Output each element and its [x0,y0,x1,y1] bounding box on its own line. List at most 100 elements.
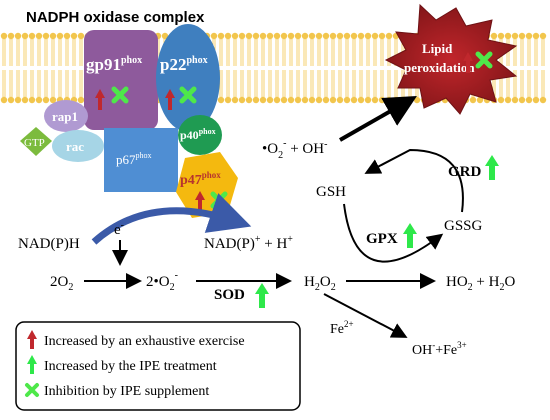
lipid-tail [380,70,384,97]
lipid-head [273,32,281,40]
lipid-head [7,32,15,40]
lipid-head [532,32,540,40]
lipid-head [371,32,379,40]
rac-subunit [52,130,104,162]
lipid-head [210,32,218,40]
lipid-head [308,32,316,40]
lipid-head [259,32,267,40]
lipid-head [497,96,505,104]
lipid-head [77,96,85,104]
lipid-tail [268,70,272,97]
lipid-head [280,96,288,104]
lipid-green-x-icon [475,51,493,69]
lipid-tail [310,39,314,66]
lipid-head [28,32,36,40]
lipid-head [21,32,29,40]
lipid-tail [345,70,349,97]
lipid-head [294,32,302,40]
lipid-tail [394,70,398,97]
lipid-tail [37,70,41,97]
superoxide-hydroxyl-label: •O2- + OH- [262,138,327,161]
legend-box [15,321,301,411]
lipid-tail [331,39,335,66]
lipid-head [252,96,260,104]
lipid-tail [303,39,307,66]
lipid-head [217,32,225,40]
lipid-tail [58,39,62,66]
lipid-head [343,96,351,104]
lipid-head [224,96,232,104]
p47-red-up-arrow-icon [195,191,205,212]
lipid-tail [16,39,20,66]
lipid-head [315,32,323,40]
lipid-tail [72,70,76,97]
lipid-head [539,32,547,40]
lipid-tail [324,39,328,66]
ros-to-lipid-arrow [339,96,417,142]
gpx-label: GPX [366,231,398,247]
lipid-head [511,32,519,40]
p47-label: p47phox [180,170,221,188]
products-label: HO2 + H2O [446,274,515,293]
lipid-head [476,96,484,104]
lipid-head [378,32,386,40]
lipid-head [77,32,85,40]
nadph-oxidation-curve-arrow [91,193,252,245]
p40-subunit [178,115,222,155]
lipid-head [518,96,526,104]
lipid-head [238,32,246,40]
lipid-head [273,96,281,104]
lipid-tail [303,70,307,97]
lipid-head [329,96,337,104]
lipid-head [28,96,36,104]
lipid-label-line2: peroxidation [404,60,475,75]
sod-green-up-arrow-icon [255,283,269,308]
lipid-head [343,32,351,40]
lipid-tail [23,70,27,97]
lipid-head [336,96,344,104]
lipid-tail [289,39,293,66]
lipid-tail [51,39,55,66]
lipid-head [287,96,295,104]
lipid-head [350,96,358,104]
lipid-tail [9,39,13,66]
lipid-tail [513,39,517,66]
legend-green-arrow-icon [27,355,37,374]
lipid-head [315,96,323,104]
lipid-tail [331,70,335,97]
lipid-tail [520,39,524,66]
grd-label: GRD [448,164,482,180]
lipid-head [329,32,337,40]
legend-item-exercise: Increased by an exhaustive exercise [44,334,245,349]
lipid-tail [233,39,237,66]
lipid-head [231,96,239,104]
gp91-label: gp91phox [86,55,142,74]
lipid-head [42,32,50,40]
lipid-head [35,32,43,40]
lipid-tail [296,39,300,66]
lipid-tail [366,39,370,66]
lipid-tail [352,70,356,97]
lipid-tail [51,70,55,97]
lipid-head [14,32,22,40]
lipid-tail [30,39,34,66]
lipid-head [301,32,309,40]
gpx-green-up-arrow-icon [403,223,417,248]
lipid-tail [373,39,377,66]
lipid-tail [310,70,314,97]
legend-item-ipe-inhibition: Inhibition by IPE supplement [44,384,209,399]
lipid-tail [359,39,363,66]
lipid-tail [9,70,13,97]
lipid-tail [233,70,237,97]
lipid-tail [275,39,279,66]
lipid-head [224,32,232,40]
lipid-head [161,32,169,40]
lipid-tail [352,39,356,66]
lipid-head [350,32,358,40]
lipid-tail [72,39,76,66]
lipid-tail [261,70,265,97]
rap1-label: rap1 [52,109,78,124]
lipid-head [413,96,421,104]
lipid-head [0,96,8,104]
